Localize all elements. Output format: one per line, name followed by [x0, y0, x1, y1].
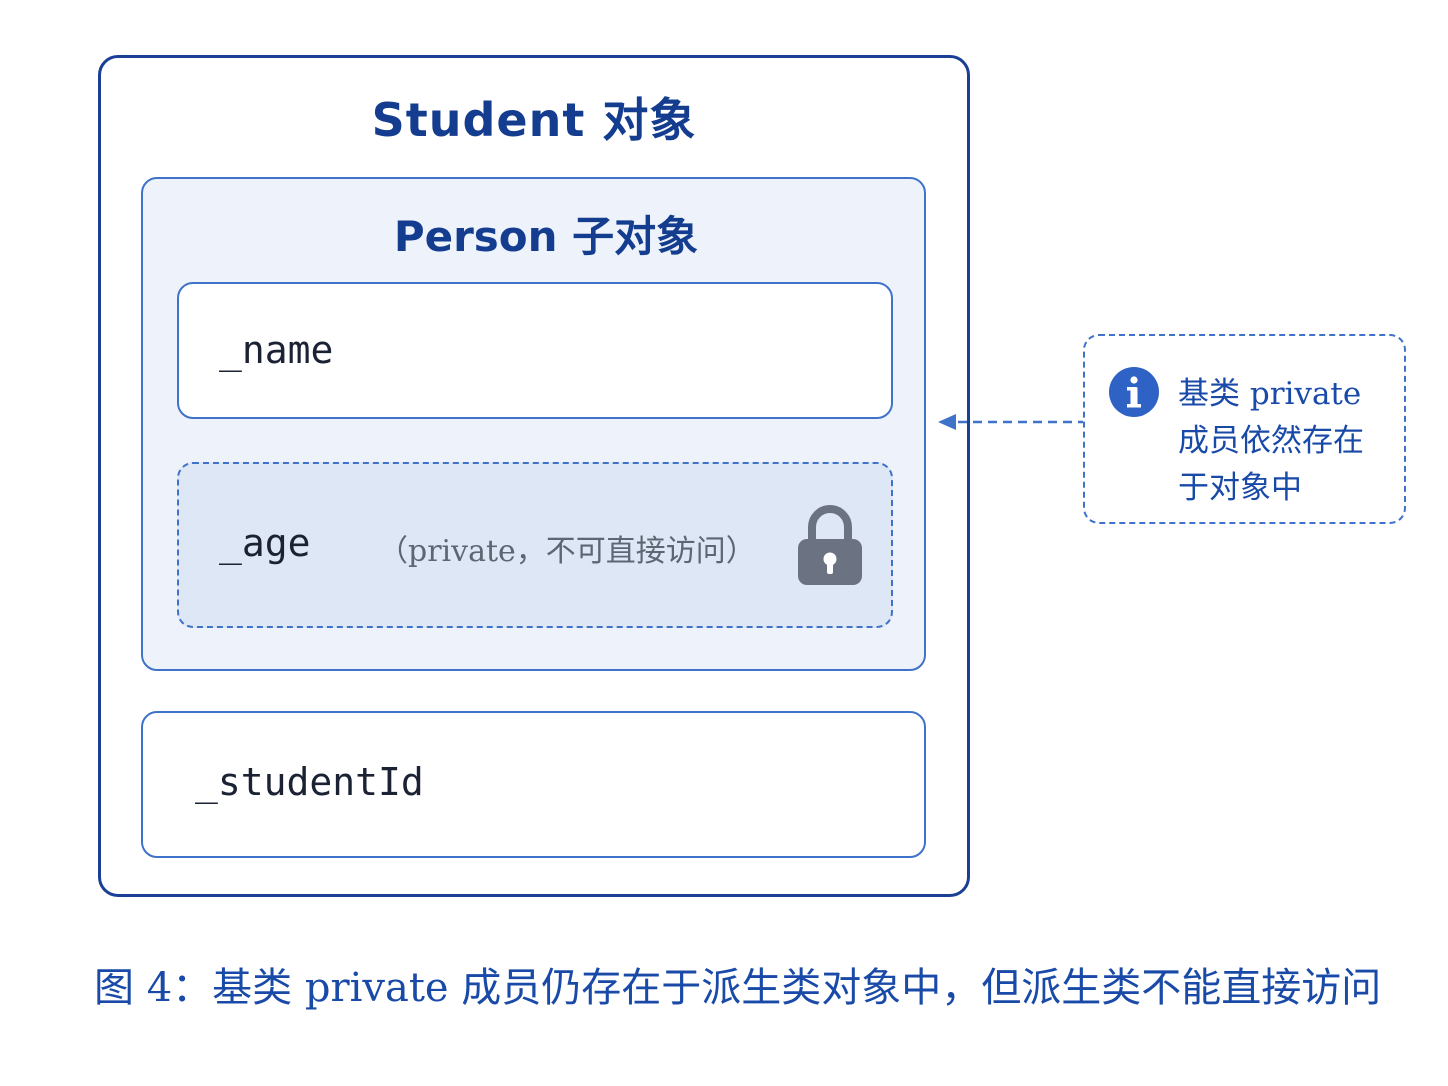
age-private-note: （private，不可直接访问）	[378, 534, 756, 569]
callout-box	[1083, 334, 1406, 524]
callout-line-2: 成员依然存在	[1178, 423, 1364, 459]
age-field-label: _age	[219, 521, 311, 565]
callout-line-3: 于对象中	[1178, 470, 1302, 506]
info-icon	[1109, 367, 1159, 417]
arrow-left-icon	[938, 414, 1085, 430]
figure-caption: 图 4：基类 private 成员仍存在于派生类对象中，但派生类不能直接访问	[94, 965, 1382, 1011]
person-subobject-title: Person 子对象	[393, 212, 699, 261]
student-object-title: Student 对象	[371, 93, 697, 147]
lock-icon	[798, 505, 862, 585]
studentid-field-label: _studentId	[195, 760, 424, 804]
age-field-box	[177, 462, 893, 628]
callout-line-1: 基类 private	[1178, 376, 1362, 412]
name-field-label: _name	[219, 328, 334, 372]
name-field-box	[177, 282, 893, 419]
studentid-field-box	[141, 711, 926, 858]
